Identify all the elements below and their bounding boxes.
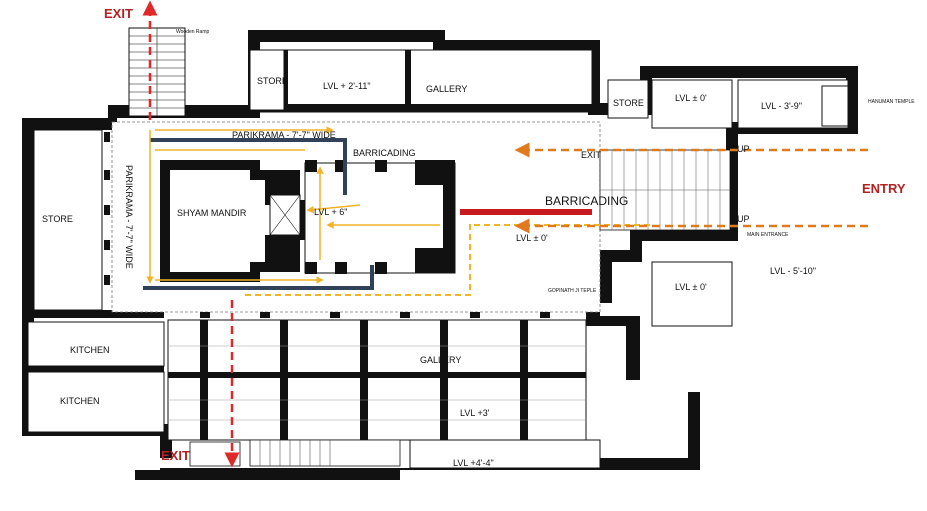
label-store-right: STORE	[613, 98, 644, 108]
kitchens	[27, 321, 165, 433]
barricading-lines	[143, 138, 592, 290]
label-gopinath-temple: GOPINATH JI TEPLE	[548, 288, 597, 294]
label-kitchen-1: KITCHEN	[70, 345, 110, 355]
label-exit-small: EXIT	[581, 150, 602, 160]
label-lvl-p44: LVL +4'-4"	[453, 458, 494, 468]
right-rooms	[599, 79, 849, 327]
exit-arrows	[142, 0, 240, 468]
label-kitchen-2: KITCHEN	[60, 396, 100, 406]
label-store-top: STORE	[257, 76, 288, 86]
label-exit-top: EXIT	[104, 6, 133, 21]
label-exit-bottom: EXIT	[161, 448, 190, 463]
label-shyam-mandir: SHYAM MANDIR	[177, 208, 247, 218]
wooden-ramp	[128, 27, 186, 117]
bottom-gallery	[167, 319, 601, 469]
top-gallery-block	[249, 49, 593, 113]
label-parikrama-top: PARIKRAMA - 7'-7" WIDE	[232, 130, 336, 140]
label-gallery-top: GALLERY	[426, 84, 467, 94]
pilgrim-route	[146, 126, 650, 296]
mandap	[304, 160, 456, 274]
label-entry: ENTRY	[862, 181, 906, 196]
label-lvl-m510: LVL - 5'-10"	[770, 266, 816, 276]
label-lvl-pm0-center: LVL ± 0'	[516, 233, 548, 243]
label-lvl-top: LVL + 2'-11"	[323, 81, 371, 91]
entry-arrows	[514, 142, 868, 234]
label-gallery-bottom: GALLERY	[420, 355, 461, 365]
label-barricading-main: BARRICADING	[545, 194, 628, 208]
label-lvl-p6: LVL + 6"	[314, 207, 347, 217]
shyam-mandir	[160, 160, 310, 282]
label-lvl-pm0-right: LVL ± 0'	[675, 282, 707, 292]
label-barricading-inner: BARRICADING	[353, 148, 416, 158]
label-wooden-ramp: Wooden Ramp	[176, 29, 209, 35]
label-store-left: STORE	[42, 214, 73, 224]
label-parikrama-side: PARIKRAMA - 7'-7" WIDE	[124, 165, 134, 269]
label-lvl-pm0-tr: LVL ± 0'	[675, 93, 707, 103]
label-lvl-m39: LVL - 3'-9"	[761, 101, 802, 111]
label-main-entrance: MAIN ENTRANCE	[747, 232, 789, 238]
label-lvl-p3: LVL +3'	[460, 408, 490, 418]
label-up-2: UP	[737, 214, 750, 224]
label-hanuman-temple: HANUMAN TEMPLE	[868, 99, 915, 105]
label-up-1: UP	[737, 144, 750, 154]
store-left	[33, 129, 164, 318]
